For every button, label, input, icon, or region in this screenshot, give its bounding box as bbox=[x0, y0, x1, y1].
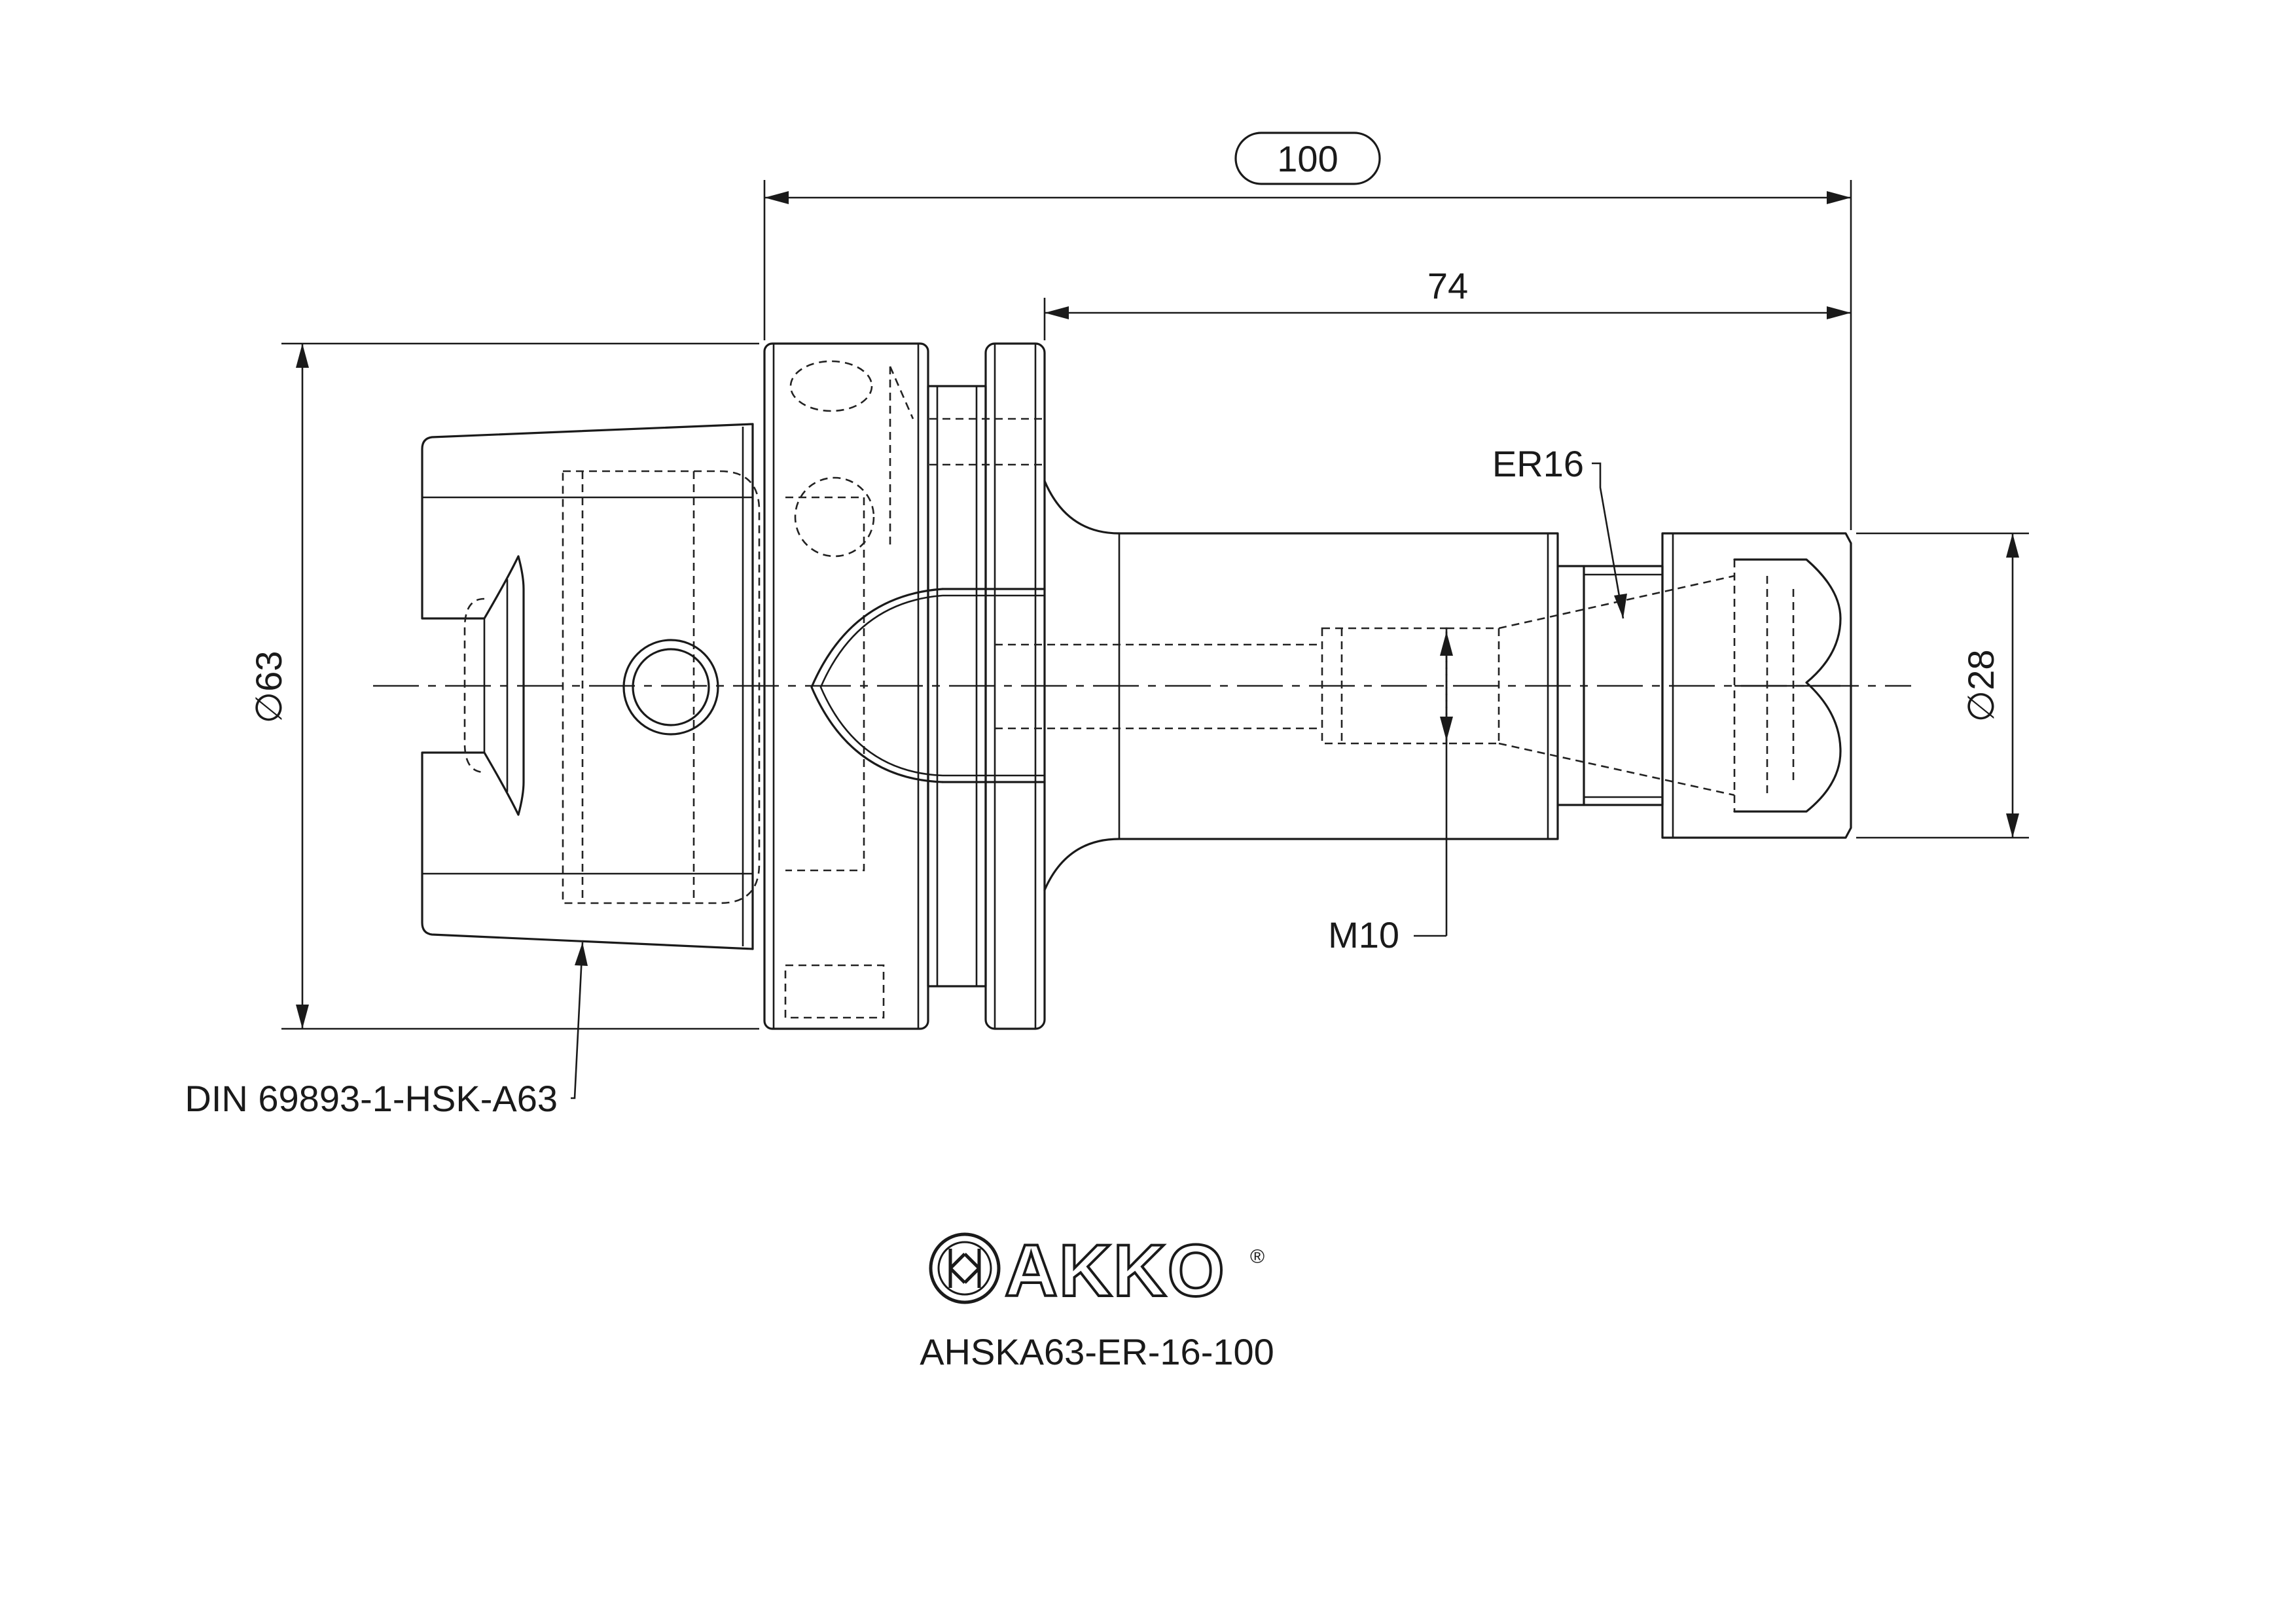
taper-standard-label: DIN 69893-1-HSK-A63 bbox=[185, 1078, 558, 1119]
callout-collet: ER16 bbox=[1492, 443, 1627, 619]
cross-hole bbox=[622, 639, 719, 736]
dimension-nut-diameter: ∅28 bbox=[1856, 532, 2029, 839]
nut-diameter-label: ∅28 bbox=[1960, 649, 2001, 722]
basic-dimension-box bbox=[1234, 132, 1381, 185]
projection-length-label: 74 bbox=[1427, 265, 1468, 306]
flange-body bbox=[763, 342, 1046, 1030]
akko-logo: AKKO ® bbox=[929, 1228, 1265, 1313]
flange-diameter-label: ∅63 bbox=[248, 651, 289, 723]
callout-taper-standard: DIN 69893-1-HSK-A63 bbox=[185, 942, 588, 1119]
brand-name: AKKO bbox=[1005, 1230, 1226, 1311]
collet-label: ER16 bbox=[1492, 443, 1584, 484]
overall-length-label: 100 bbox=[1277, 138, 1338, 179]
thread-label: M10 bbox=[1328, 914, 1399, 955]
part-number: AHSKA63-ER-16-100 bbox=[920, 1331, 1274, 1372]
collet-nut bbox=[1661, 532, 1852, 839]
akko-emblem-icon bbox=[929, 1232, 1001, 1304]
dimension-flange-diameter: ∅63 bbox=[248, 342, 759, 1030]
extension-body bbox=[995, 480, 1735, 891]
dimension-projection-length: 74 bbox=[1043, 265, 1851, 340]
registered-mark: ® bbox=[1250, 1246, 1265, 1268]
callout-thread: M10 bbox=[1328, 632, 1453, 955]
hsk-taper-shank bbox=[421, 423, 761, 950]
dimension-overall-length: 100 bbox=[763, 132, 1852, 530]
